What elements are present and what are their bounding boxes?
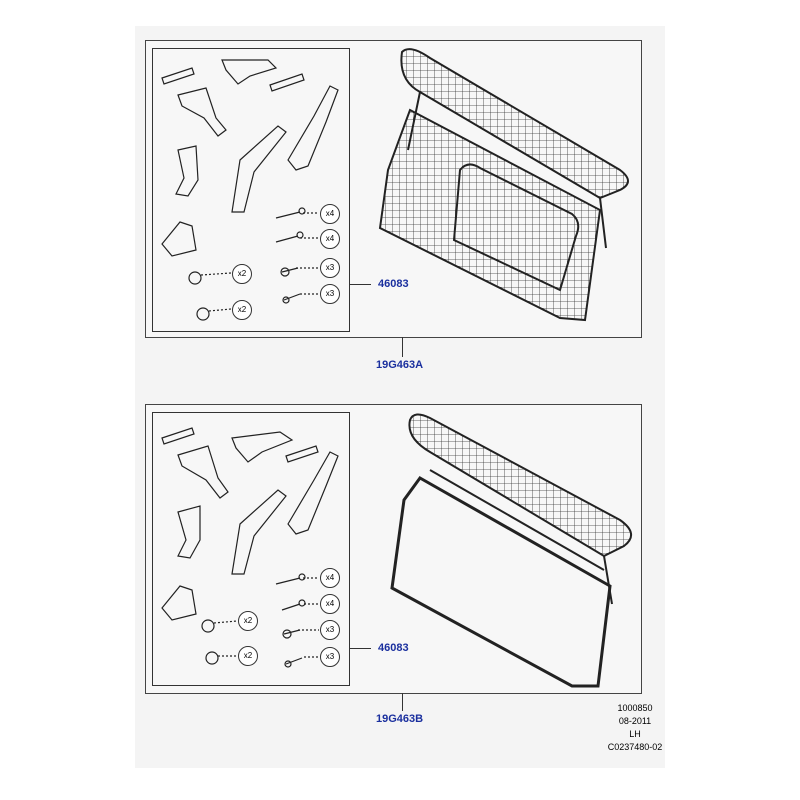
quantity-badge: x4 [320,594,340,614]
drawing-reference: 1000850 08-2011 LH C0237480-02 [580,702,690,754]
bracket-long-right-icon [287,451,339,535]
bolt-long-icon [275,211,301,219]
bracket-base-icon [161,585,197,621]
clip-nut-icon [188,271,202,285]
load-space-guard-a-icon [378,48,629,322]
clip-nut-icon [201,619,215,633]
drawing-number: 1000850 [617,703,653,713]
bracket-long-left-icon [231,489,287,575]
bracket-long-left-icon [231,125,287,213]
kit-part-number: 46083 [378,278,409,290]
quantity-badge: x2 [232,264,252,284]
quantity-badge: x3 [320,258,340,278]
load-space-guard-b-icon [390,413,632,688]
bracket-base-icon [161,221,197,257]
screw-icon [283,293,301,301]
bracket-long-right-icon [287,85,339,171]
diagram-b-frame [145,404,642,694]
bolt-medium-icon [281,603,301,611]
bolt-flange-icon [281,267,299,273]
bolt-long-icon [275,577,301,585]
drawing-date: 08-2011 [618,716,652,726]
clip-fixing-icon [196,307,210,321]
quantity-badge: x2 [238,611,258,631]
quantity-badge: x3 [320,647,340,667]
bracket-angle-icon [231,431,294,463]
bracket-angle-icon [221,59,278,85]
kit-leader-line [349,284,371,285]
bracket-strap-icon [161,67,195,85]
quantity-badge: x3 [320,620,340,640]
bracket-mount-icon [177,445,229,499]
bracket-strap-small-icon [269,73,305,92]
kit-leader-line [349,648,371,649]
quantity-badge: x3 [320,284,340,304]
bracket-side-icon [177,505,201,559]
bracket-strap-small-icon [285,445,319,463]
diagram-a-kit-box [152,48,350,332]
screw-icon [285,657,303,665]
diagram-b-kit-box [152,412,350,686]
quantity-badge: x2 [238,646,258,666]
quantity-badge: x4 [320,204,340,224]
quantity-badge: x4 [320,568,340,588]
drawing-side: LH [629,729,641,739]
bracket-mount-icon [177,87,227,137]
assembly-part-number: 19G463B [376,713,424,725]
clip-fixing-icon [205,651,219,665]
assembly-part-number: 19G463A [376,359,424,371]
bolt-flange-icon [283,629,301,635]
bracket-side-icon [175,145,199,197]
quantity-badge: x4 [320,229,340,249]
bracket-strap-icon [161,427,195,445]
quantity-badge: x2 [232,300,252,320]
assembly-leader-line [402,337,403,357]
bolt-medium-icon [275,235,299,243]
assembly-leader-line [402,693,403,711]
kit-part-number: 46083 [378,642,409,654]
drawing-code: C0237480-02 [607,742,663,752]
